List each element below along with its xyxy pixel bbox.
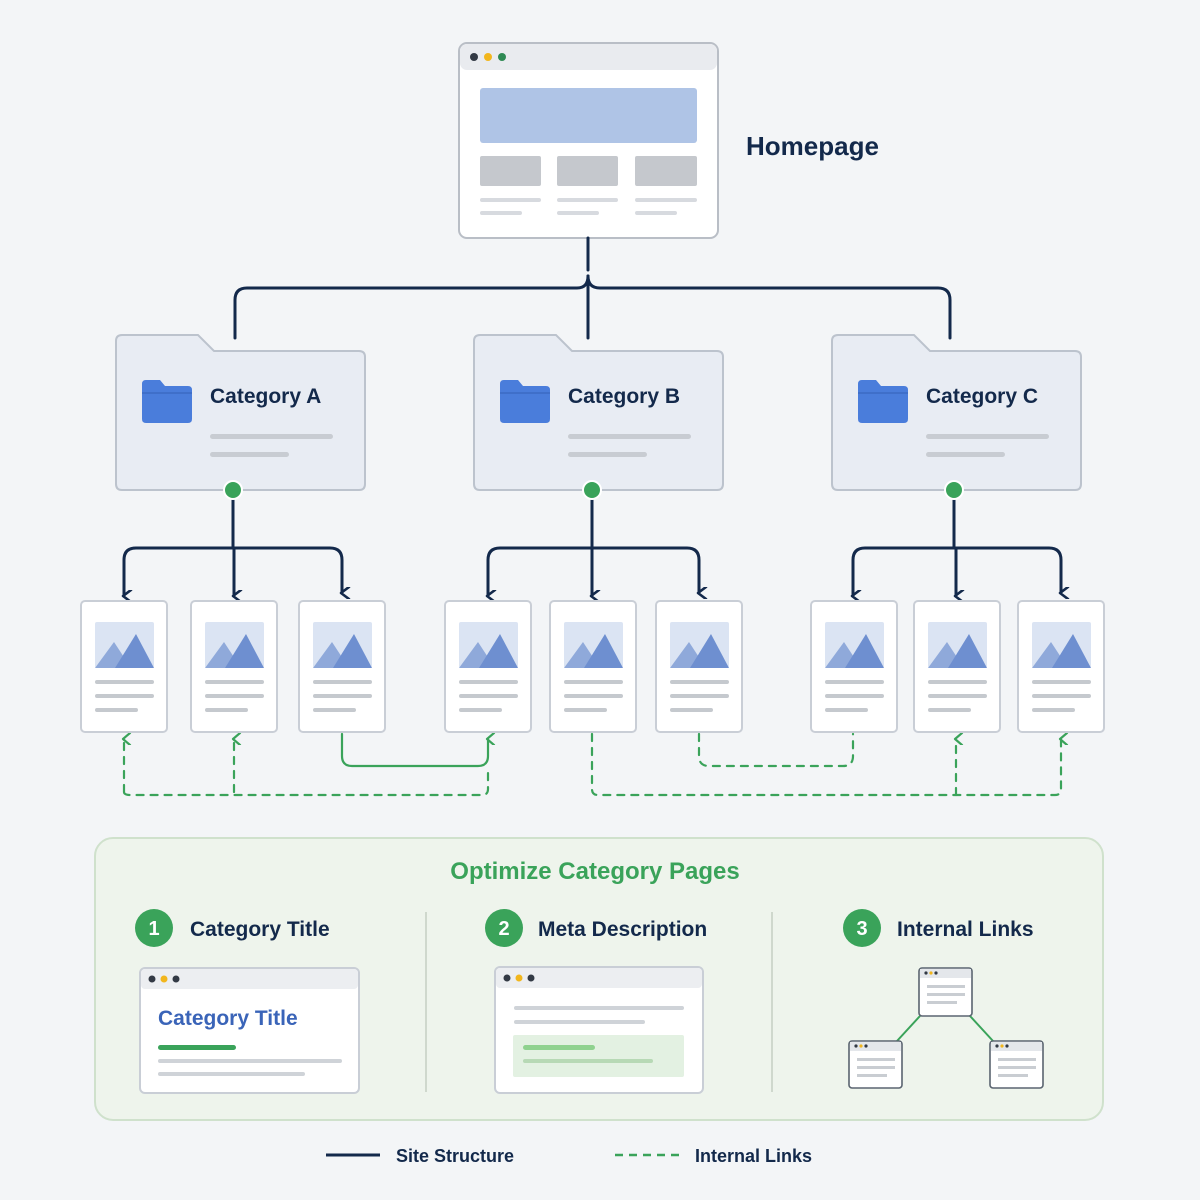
product-page-card [80, 600, 168, 733]
internal-link [340, 732, 488, 768]
category-branch [853, 480, 1061, 596]
category-title-mockup: Category Title [139, 967, 360, 1094]
hero-banner [480, 88, 697, 143]
internal-links-mockup [848, 967, 1044, 1089]
folder-icon [500, 380, 550, 423]
category-folder: Category C [831, 334, 1082, 491]
internal-link [697, 732, 855, 768]
connector-dot [582, 480, 602, 500]
homepage-label: Homepage [746, 131, 879, 161]
mini-window [848, 1040, 903, 1089]
category-row: Category A Category B Category C [115, 334, 1082, 491]
step-number-badge [843, 909, 881, 947]
product-page-card [549, 600, 637, 733]
panel-title: Optimize Category Pages [450, 858, 739, 885]
internal-link [590, 732, 1061, 797]
image-icon [670, 622, 729, 668]
homepage-window [458, 42, 719, 239]
image-icon [1032, 622, 1091, 668]
internal-link [122, 765, 490, 797]
legend-site-structure: Site Structure [396, 1146, 514, 1166]
internal-links [122, 732, 1061, 797]
legend-internal-links: Internal Links [695, 1146, 812, 1166]
connector-dot [223, 480, 243, 500]
category-branch [488, 480, 699, 596]
legend: Site Structure Internal Links [326, 1146, 812, 1166]
step-number: 1 [148, 918, 159, 940]
mini-window [918, 967, 973, 1017]
structure-lines [233, 236, 952, 340]
connector-dot [944, 480, 964, 500]
window-dot-icon [470, 53, 478, 61]
image-icon [313, 622, 372, 668]
step-number: 2 [498, 918, 509, 940]
category-folder: Category A [115, 334, 366, 491]
category-folder: Category B [473, 334, 724, 491]
folder-icon [142, 380, 192, 423]
meta-description-mockup [494, 966, 704, 1094]
mock-category-title: Category Title [158, 1007, 298, 1030]
product-page-card [1017, 600, 1105, 733]
image-icon [205, 622, 264, 668]
category-label: Category C [926, 385, 1038, 408]
product-page-card [810, 600, 898, 733]
image-icon [564, 622, 623, 668]
product-page-card [913, 600, 1001, 733]
step-label-meta-description: Meta Description [538, 918, 707, 941]
category-branch [124, 480, 342, 596]
folder-icon [858, 380, 908, 423]
mini-window [989, 1040, 1044, 1089]
window-dot-icon [498, 53, 506, 61]
category-label: Category B [568, 385, 680, 408]
category-label: Category A [210, 385, 321, 408]
product-page-card [655, 600, 743, 733]
image-icon [95, 622, 154, 668]
product-page-card [190, 600, 278, 733]
step-number-badge [135, 909, 173, 947]
product-page-card [444, 600, 532, 733]
step-label-internal-links: Internal Links [897, 918, 1034, 941]
step-label-category-title: Category Title [190, 918, 330, 941]
optimize-panel: Optimize Category Pages 1 Category Title… [94, 837, 1104, 1121]
product-page-card [298, 600, 386, 733]
image-icon [459, 622, 518, 668]
category-branches [124, 480, 1061, 596]
product-pages [80, 600, 1105, 733]
step-number: 3 [856, 918, 867, 940]
window-dot-icon [484, 53, 492, 61]
step-number-badge [485, 909, 523, 947]
image-icon [928, 622, 987, 668]
image-icon [825, 622, 884, 668]
